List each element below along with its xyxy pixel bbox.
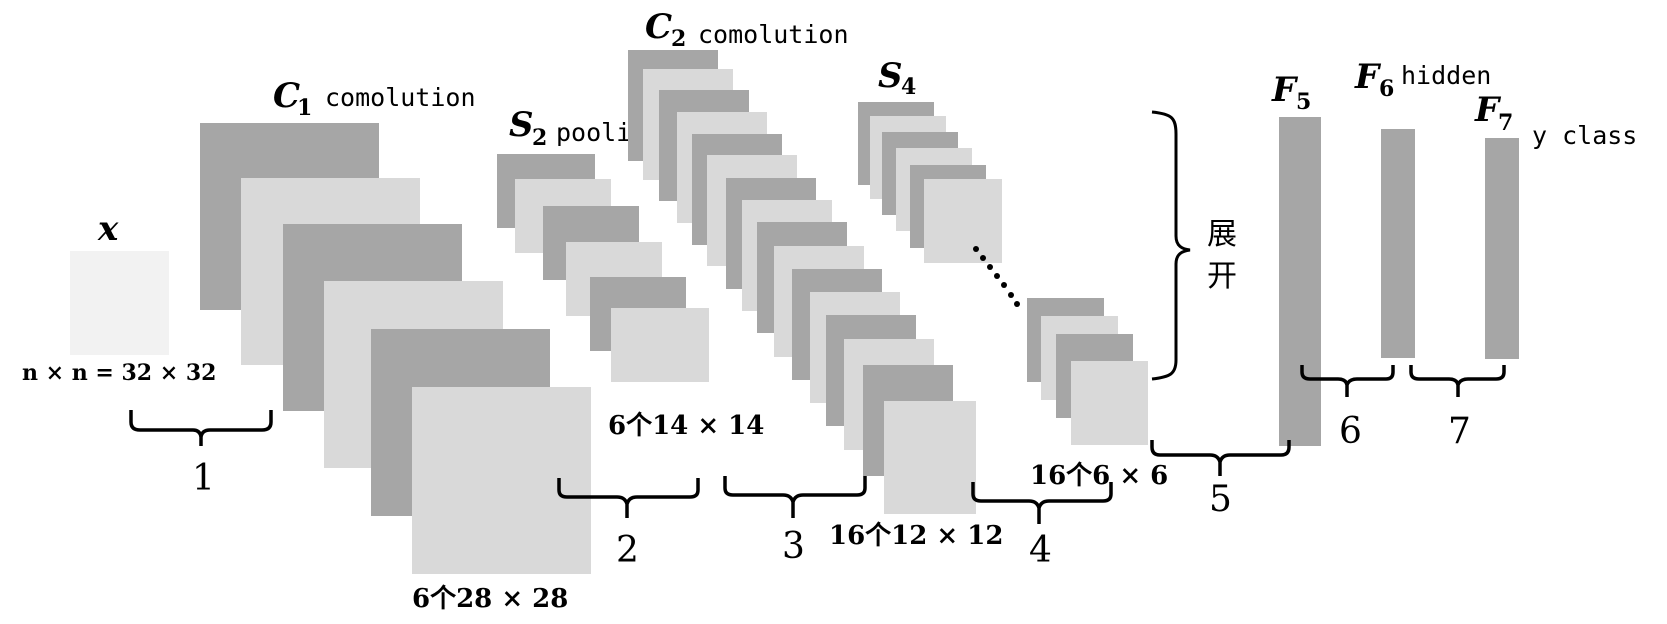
step-numbers: 1 2 3 4 5 6 7 — [192, 411, 1471, 571]
c2-feature-maps — [628, 50, 976, 514]
step-number-2: 2 — [616, 530, 639, 571]
s4-map — [1071, 361, 1148, 445]
flatten-brace — [1151, 110, 1191, 381]
s2-map — [611, 308, 709, 382]
f5-bar — [1279, 117, 1321, 446]
svg-text:C: C — [273, 76, 300, 116]
svg-text:开: 开 — [1207, 259, 1237, 294]
c1-feature-maps — [200, 123, 591, 574]
flatten-label: 展 开 — [1207, 217, 1237, 294]
step-number-4: 4 — [1029, 530, 1052, 571]
svg-text:F: F — [1474, 90, 1502, 130]
step-number-3: 3 — [782, 526, 805, 567]
input-symbol: x — [97, 209, 119, 249]
svg-text:2: 2 — [532, 125, 547, 151]
svg-text:5: 5 — [1296, 89, 1311, 115]
input-size-label: n × n = 32 × 32 — [22, 360, 216, 386]
c1-map — [412, 387, 591, 574]
svg-text:y class: y class — [1532, 121, 1637, 150]
svg-text:7: 7 — [1498, 110, 1513, 136]
svg-text:comolution: comolution — [325, 83, 476, 112]
svg-text:1: 1 — [297, 95, 312, 121]
f6-bar — [1381, 129, 1415, 358]
step-number-7: 7 — [1448, 411, 1471, 452]
svg-text:F: F — [1271, 70, 1299, 110]
svg-text:hidden: hidden — [1401, 61, 1491, 90]
f6-title: F 6 hidden — [1354, 57, 1491, 102]
step-number-6: 6 — [1339, 411, 1362, 452]
f7-bar — [1485, 138, 1519, 359]
c1-title: C 1 comolution — [273, 76, 476, 121]
f5-title: F 5 — [1271, 70, 1311, 115]
svg-text:展: 展 — [1207, 217, 1237, 252]
svg-text:F: F — [1354, 57, 1382, 97]
s2-feature-maps — [497, 154, 709, 382]
step-number-5: 5 — [1209, 479, 1232, 520]
s4-feature-maps — [858, 102, 1148, 445]
svg-text:S: S — [878, 56, 903, 96]
step-braces — [129, 365, 1506, 524]
input-map — [70, 251, 169, 355]
s4-map — [924, 179, 1002, 263]
svg-text:C: C — [645, 7, 672, 47]
c2-title: C 2 comolution — [645, 7, 849, 52]
s4-ellipsis-dots — [973, 246, 1020, 307]
svg-text:2: 2 — [671, 26, 686, 52]
c1-size-label: 6个28 × 28 — [412, 584, 568, 614]
svg-text:S: S — [509, 105, 534, 145]
s4-size-label: 16个6 × 6 — [1030, 461, 1168, 491]
s2-size-label: 6个14 × 14 — [608, 411, 764, 441]
c2-size-label: 16个12 × 12 — [829, 521, 1003, 551]
s4-title: S 4 — [878, 56, 916, 100]
c2-map — [884, 401, 976, 514]
svg-text:comolution: comolution — [698, 20, 849, 49]
step-number-1: 1 — [192, 458, 215, 499]
f7-title: F 7 y class — [1474, 90, 1637, 150]
svg-text:4: 4 — [901, 74, 916, 100]
svg-text:6: 6 — [1379, 76, 1394, 102]
